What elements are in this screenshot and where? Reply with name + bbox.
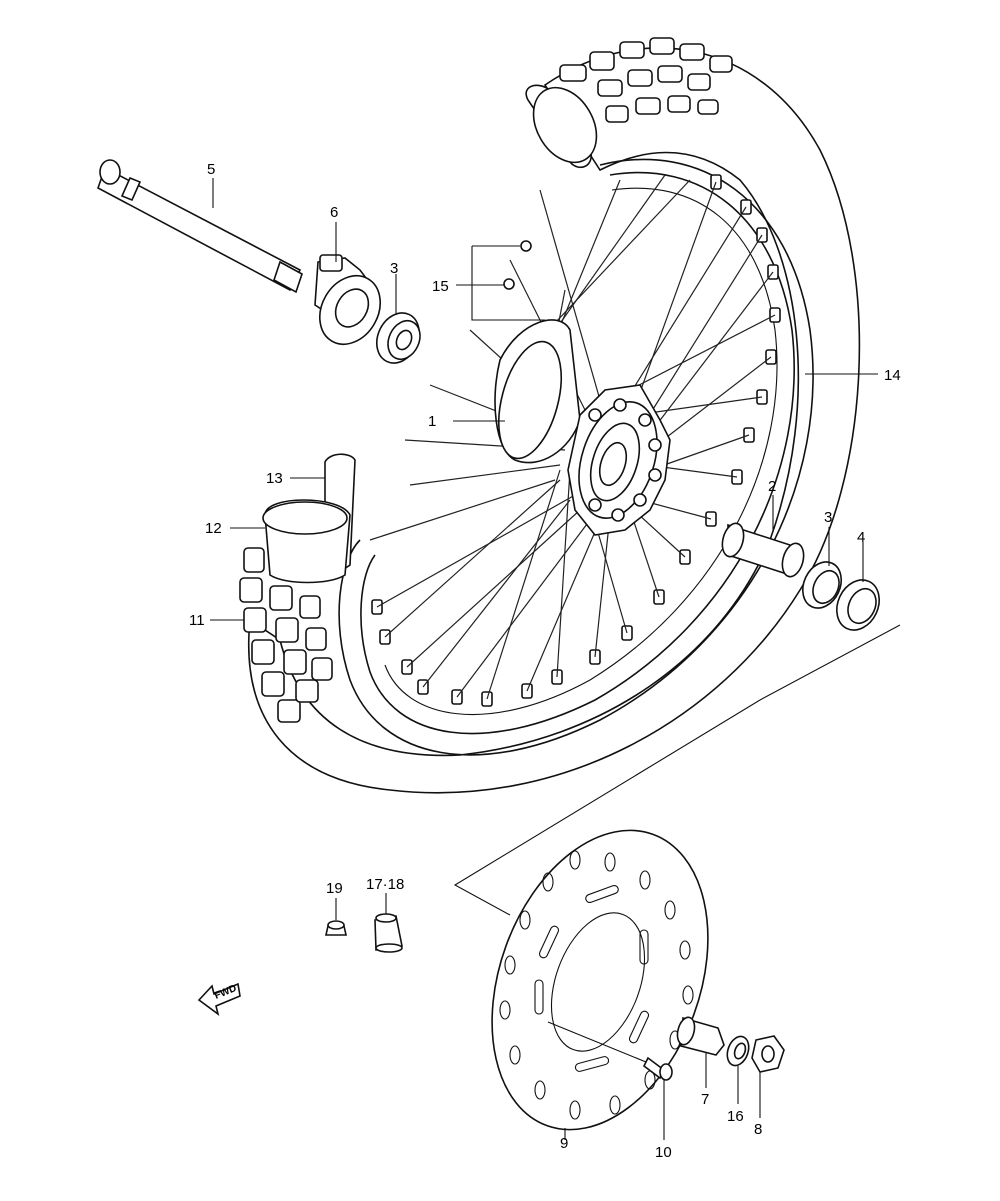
rim — [338, 158, 814, 756]
bearing-right — [801, 561, 843, 609]
assembly-guide-line — [453, 624, 901, 916]
label-15: 15 — [432, 278, 449, 295]
tire — [239, 37, 861, 794]
label-13: 13 — [266, 470, 283, 487]
disc-bolt — [547, 1021, 673, 1081]
label-16: 16 — [727, 1108, 744, 1125]
spokes — [369, 174, 776, 700]
label-17-18: 17·18 — [366, 876, 404, 893]
bearing-left — [376, 312, 421, 364]
axle — [97, 159, 303, 294]
label-5: 5 — [207, 161, 215, 178]
brake-disc — [491, 829, 709, 1131]
label-6: 6 — [330, 204, 338, 221]
label-3-left: 3 — [390, 260, 398, 277]
label-14: 14 — [884, 367, 901, 384]
washer — [726, 1035, 750, 1067]
spacer-right — [721, 522, 805, 578]
oil-seal — [836, 579, 880, 631]
fwd-arrow-icon: FWD — [197, 982, 241, 1016]
speedometer-gearbox — [314, 254, 381, 345]
hub — [494, 319, 671, 536]
spacer-left — [676, 1016, 725, 1056]
label-11: 11 — [189, 612, 205, 629]
label-10: 10 — [655, 1144, 672, 1161]
label-9: 9 — [560, 1135, 568, 1152]
label-3-right: 3 — [824, 509, 832, 526]
spoke-and-nipple — [456, 240, 545, 321]
label-19: 19 — [326, 880, 343, 897]
label-2: 2 — [768, 478, 776, 495]
axle-nut — [751, 1035, 785, 1073]
label-12: 12 — [205, 520, 222, 537]
leader-lines — [210, 178, 878, 1140]
label-7: 7 — [701, 1091, 709, 1108]
label-1: 1 — [428, 413, 436, 430]
valve-cap — [325, 920, 347, 936]
tire-tread-left — [239, 547, 333, 723]
label-4: 4 — [857, 529, 865, 546]
tube-and-rim-band — [262, 453, 356, 584]
part-number-labels: 5 6 3 15 1 13 12 11 14 2 3 4 19 17·18 9 … — [189, 161, 901, 1161]
label-8: 8 — [754, 1121, 762, 1138]
tire-section-top — [532, 86, 598, 164]
valve-core — [374, 913, 403, 953]
